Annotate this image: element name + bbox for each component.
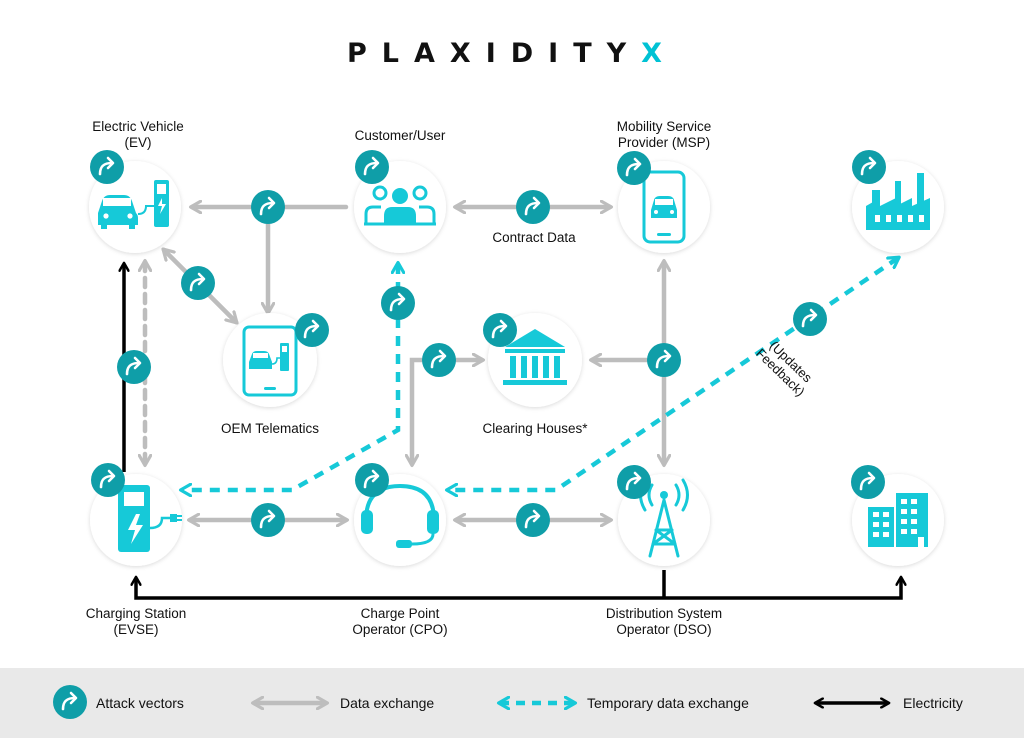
label-dso: Distribution System Operator (DSO): [584, 606, 744, 638]
attack-vector-icon[interactable]: [115, 348, 153, 386]
label-ev-line2: (EV): [124, 135, 152, 150]
label-evse-line1: Charging Station: [85, 606, 187, 621]
label-ev-line1: Electric Vehicle: [92, 119, 184, 134]
charging-station-icon: [118, 485, 182, 552]
attack-vector-icon[interactable]: [249, 501, 287, 539]
nodes: [88, 148, 944, 566]
users-icon: [364, 185, 436, 226]
legend-attack-icon: [51, 683, 89, 721]
node-cpo[interactable]: [353, 461, 446, 566]
electricity-bus: [136, 578, 901, 600]
legend-attack-label: Attack vectors: [96, 695, 184, 711]
attack-vector-icon[interactable]: [791, 300, 829, 338]
phone-car-icon: [642, 170, 686, 244]
node-ev[interactable]: [88, 148, 181, 253]
label-msp-line2: Provider (MSP): [617, 135, 711, 150]
label-cpo-line1: Charge Point: [360, 606, 440, 621]
data-exchange-arrows: [145, 207, 664, 520]
arrow-cpo-clearing: [412, 360, 482, 464]
tablet-car-icon: [242, 325, 298, 397]
car-charging-icon: [98, 180, 169, 229]
label-msp: Mobility Service Provider (MSP): [594, 119, 734, 151]
label-evse: Charging Station (EVSE): [66, 606, 206, 638]
label-dso-line2: Operator (DSO): [616, 622, 712, 637]
node-msp[interactable]: [615, 149, 710, 253]
attack-vector-icon[interactable]: [249, 188, 287, 226]
node-evse[interactable]: [89, 461, 182, 566]
attack-vector-icon[interactable]: [514, 188, 552, 226]
label-clearing-line1: Clearing Houses*: [482, 421, 588, 436]
label-evse-line2: (EVSE): [113, 622, 159, 637]
attack-vector-icon[interactable]: [514, 501, 552, 539]
temporary-exchange-arrows: [182, 258, 898, 490]
factory-icon: [866, 173, 930, 230]
label-cpo: Charge Point Operator (CPO): [330, 606, 470, 638]
arrow-customer-evse-temp: [182, 264, 398, 490]
label-customer: Customer/User: [340, 128, 460, 144]
label-oem-line1: OEM Telematics: [220, 421, 320, 436]
attack-vector-icon[interactable]: [645, 341, 683, 379]
brand-logo: PLAXIDITYX: [0, 38, 1024, 69]
edge-label-contract: Contract Data: [492, 230, 576, 245]
legend-data-label: Data exchange: [340, 695, 435, 711]
attack-vector-icon[interactable]: [379, 284, 417, 322]
node-dso[interactable]: [615, 463, 710, 566]
label-dso-line1: Distribution System: [605, 606, 723, 621]
headset-icon: [361, 483, 439, 548]
office-building-icon: [868, 493, 928, 547]
logo-text: PLAXIDITY: [346, 38, 642, 69]
node-oem[interactable]: [223, 311, 331, 407]
attack-vector-icon[interactable]: [179, 264, 217, 302]
node-building[interactable]: [849, 463, 944, 566]
legend-graphics: [0, 668, 1024, 738]
node-customer[interactable]: [353, 148, 446, 253]
label-msp-line1: Mobility Service: [616, 119, 712, 134]
bank-icon: [503, 329, 567, 385]
logo-accent: X: [641, 38, 677, 69]
node-factory[interactable]: [850, 148, 944, 253]
node-clearing[interactable]: [481, 311, 582, 407]
label-ev: Electric Vehicle (EV): [78, 119, 198, 151]
legend-temp-label: Temporary data exchange: [587, 695, 749, 711]
label-oem: OEM Telematics: [200, 421, 340, 437]
attack-vector-icon[interactable]: [420, 341, 458, 379]
label-customer-line1: Customer/User: [354, 128, 446, 143]
label-clearing: Clearing Houses*: [465, 421, 605, 437]
legend-electricity-label: Electricity: [903, 695, 963, 711]
label-cpo-line2: Operator (CPO): [352, 622, 448, 637]
